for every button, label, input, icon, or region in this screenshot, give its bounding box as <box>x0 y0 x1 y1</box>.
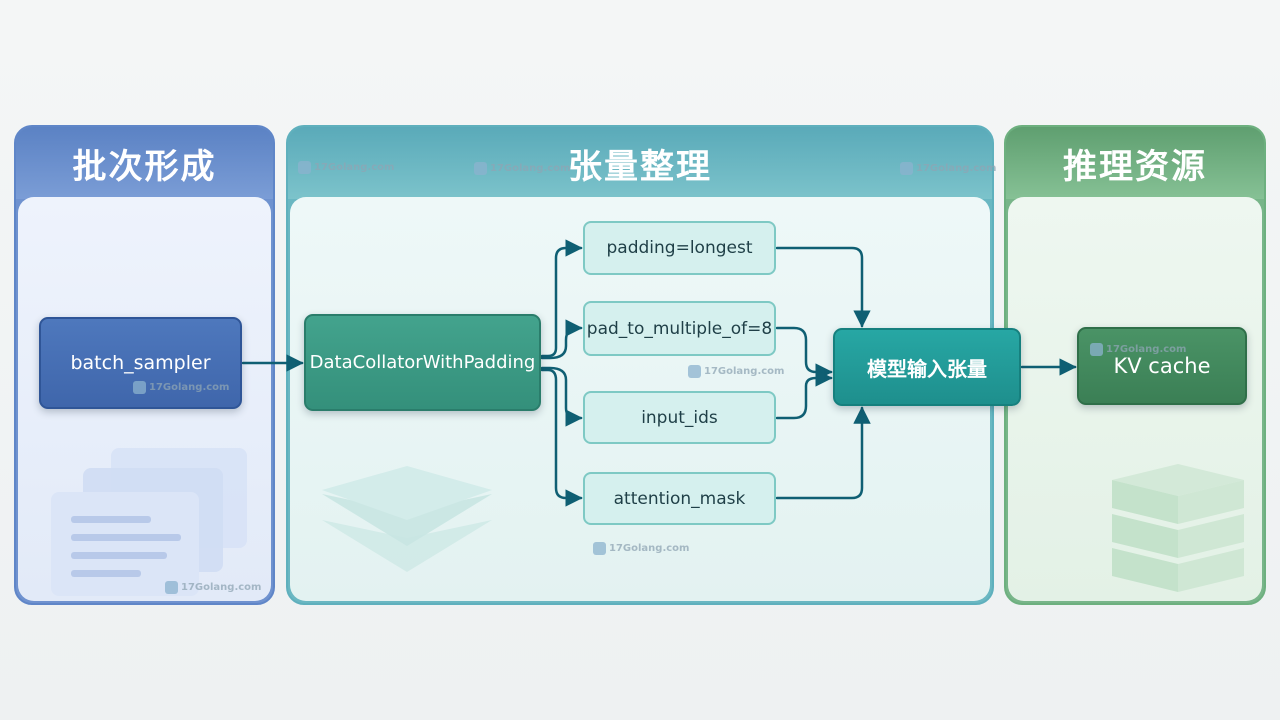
watermark: 17Golang.com <box>900 162 996 175</box>
watermark: 17Golang.com <box>474 162 570 175</box>
layers-icon <box>322 466 492 572</box>
watermark: 17Golang.com <box>165 581 261 594</box>
arrow-collator-to-input-ids <box>540 366 583 427</box>
watermark-logo-icon <box>165 581 178 594</box>
watermark: 17Golang.com <box>1090 343 1186 356</box>
watermark: 17Golang.com <box>298 161 394 174</box>
tensor-collation-title: 张量整理 <box>288 127 992 199</box>
watermark: 17Golang.com <box>133 381 229 394</box>
watermark-text: 17Golang.com <box>181 582 262 593</box>
padding-longest-node: padding=longest <box>583 221 776 275</box>
pad-to-multiple-node: pad_to_multiple_of=8 <box>583 301 776 356</box>
input-ids-node: input_ids <box>583 391 776 444</box>
arrow-padding-longest-to-model <box>775 246 871 328</box>
watermark-logo-icon <box>298 161 311 174</box>
batch-sampler-node: batch_sampler <box>39 317 242 409</box>
arrow-collator-to-attention-mask <box>540 368 583 507</box>
watermark: 17Golang.com <box>593 542 689 555</box>
watermark-text: 17Golang.com <box>1106 344 1187 355</box>
watermark: 17Golang.com <box>688 365 784 378</box>
arrow-collator-to-padding-longest <box>540 239 583 358</box>
watermark-text: 17Golang.com <box>490 163 571 174</box>
server-stack-icon <box>1112 464 1244 592</box>
arrow-attention-mask-to-model <box>775 406 871 500</box>
attention-mask-node: attention_mask <box>583 472 776 525</box>
arrow-collator-to-pad-multiple <box>540 319 583 360</box>
kv-cache-node: KV cache <box>1077 327 1247 405</box>
watermark-logo-icon <box>474 162 487 175</box>
inference-resources-title: 推理资源 <box>1006 127 1264 199</box>
watermark-text: 17Golang.com <box>314 162 395 173</box>
watermark-logo-icon <box>900 162 913 175</box>
watermark-text: 17Golang.com <box>609 543 690 554</box>
watermark-logo-icon <box>1090 343 1103 356</box>
arrow-input-ids-to-model <box>775 369 833 420</box>
watermark-logo-icon <box>593 542 606 555</box>
watermark-text: 17Golang.com <box>149 382 230 393</box>
arrow-pad-multiple-to-model <box>775 326 833 381</box>
watermark-text: 17Golang.com <box>916 163 997 174</box>
batch-formation-title: 批次形成 <box>16 127 273 199</box>
watermark-text: 17Golang.com <box>704 366 785 377</box>
watermark-logo-icon <box>133 381 146 394</box>
watermark-logo-icon <box>688 365 701 378</box>
model-input-tensor-node: 模型输入张量 <box>833 328 1021 406</box>
data-collator-node: DataCollatorWithPadding <box>304 314 541 411</box>
document-stack-icon <box>51 448 247 596</box>
